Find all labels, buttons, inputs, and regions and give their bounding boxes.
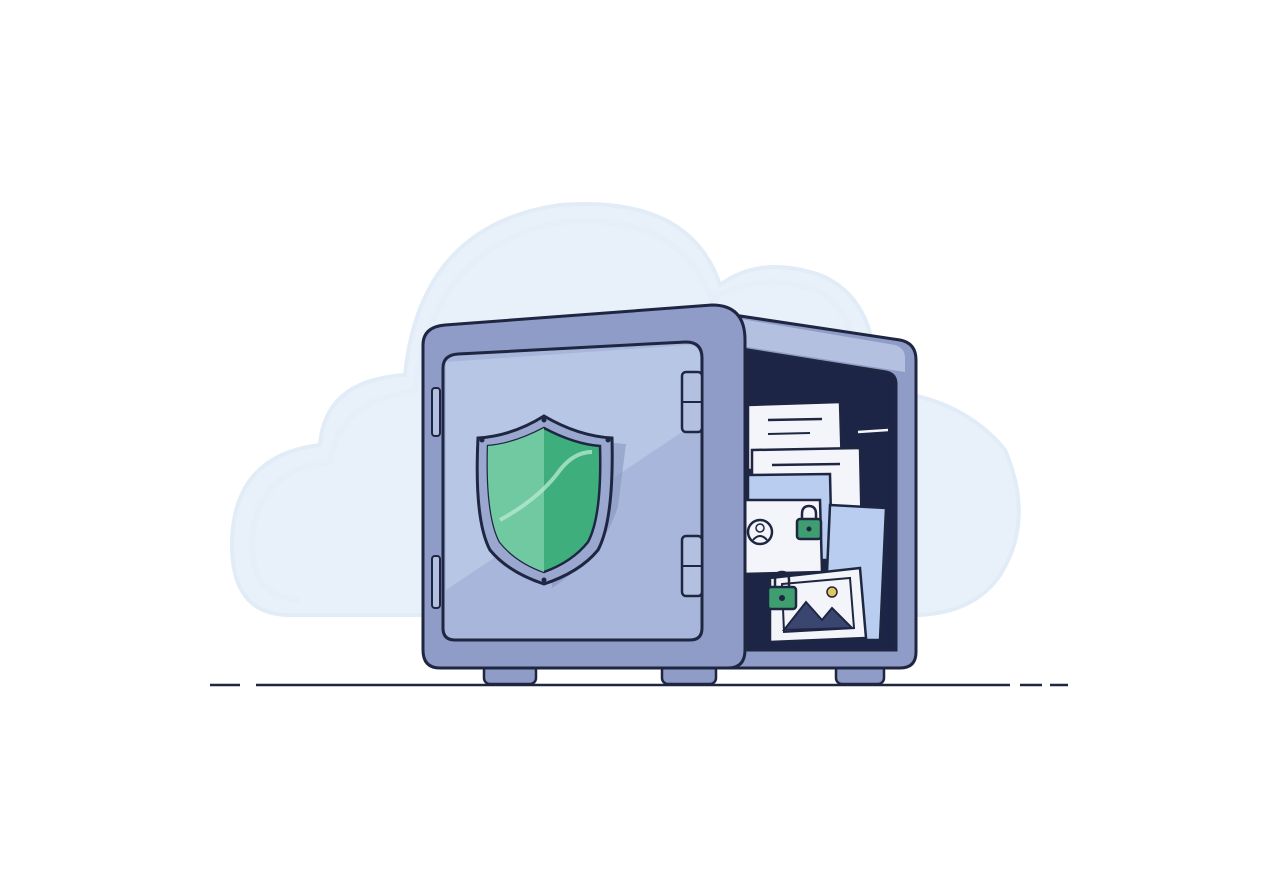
safe-icon [421, 303, 918, 686]
shield-icon [475, 414, 626, 588]
safe-contents [740, 400, 888, 644]
hinge-icon [680, 534, 704, 598]
padlock-icon [795, 504, 823, 541]
hinge-icon [680, 370, 704, 434]
padlock-icon [766, 570, 798, 611]
